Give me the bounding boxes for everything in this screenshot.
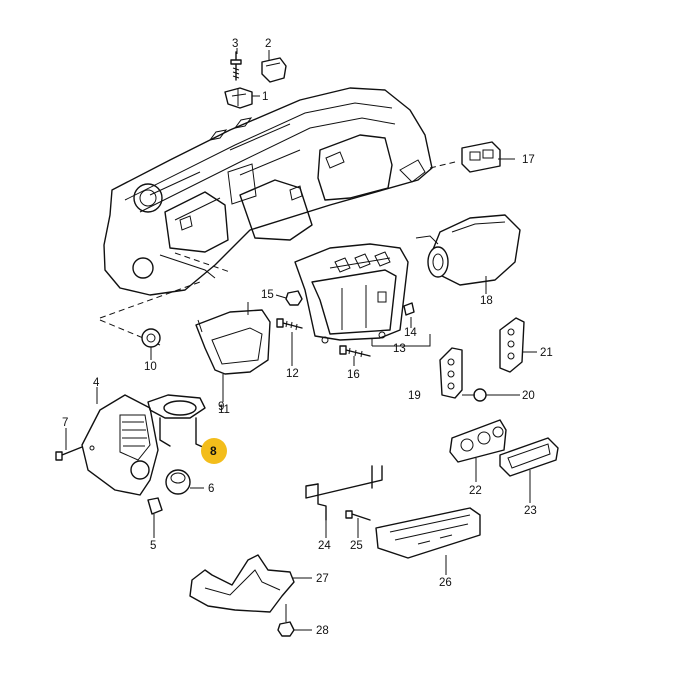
callout-4: 4 xyxy=(93,377,100,389)
highlight-marker xyxy=(201,438,227,464)
callout-3: 3 xyxy=(232,38,238,50)
callout-7: 7 xyxy=(62,417,68,429)
callout-26: 26 xyxy=(439,577,452,589)
part-nut-28[interactable] xyxy=(277,604,295,637)
callout-24: 24 xyxy=(318,540,331,552)
part-nut-15[interactable] xyxy=(285,290,303,306)
side-cover-knob xyxy=(130,460,150,480)
part-screw-3[interactable] xyxy=(230,51,242,81)
callout-13: 13 xyxy=(393,343,406,355)
part-knob-20[interactable] xyxy=(473,388,487,402)
callout-22: 22 xyxy=(469,485,482,497)
part-side-cover-4[interactable] xyxy=(81,394,159,496)
callout-9: 9 xyxy=(218,401,224,413)
callout-28: 28 xyxy=(316,625,329,637)
part-screw-12[interactable] xyxy=(276,318,303,331)
part-tray-26[interactable] xyxy=(375,507,481,559)
part-trim-19[interactable] xyxy=(439,347,463,399)
part-bracket-1[interactable] xyxy=(224,87,253,109)
dashboard-panel[interactable] xyxy=(103,87,433,296)
callout-21: 21 xyxy=(540,347,553,359)
callout-15: 15 xyxy=(261,289,274,301)
part-lower-bracket-27[interactable] xyxy=(189,554,295,613)
part-screw-25[interactable] xyxy=(345,510,371,521)
leader-lines xyxy=(65,48,537,631)
part-clip-2[interactable] xyxy=(261,57,287,83)
callout-16: 16 xyxy=(347,369,360,381)
part-switch-17[interactable] xyxy=(461,141,501,173)
callout-labels: 1 2 3 4 5 6 7 8 9 10 11 12 13 14 15 16 1… xyxy=(62,38,553,637)
part-trim-21[interactable] xyxy=(499,317,525,373)
part-center-frame-13[interactable] xyxy=(294,243,409,344)
callout-23: 23 xyxy=(524,505,537,517)
part-frame-23[interactable] xyxy=(499,437,559,477)
part-control-panel-22[interactable] xyxy=(449,419,507,463)
part-ring-6[interactable] xyxy=(165,469,191,495)
callout-11: 11 xyxy=(218,404,230,416)
part-bracket-24[interactable] xyxy=(305,465,383,521)
callout-25: 25 xyxy=(350,540,363,552)
callout-19: 19 xyxy=(408,390,421,402)
part-clip-5[interactable] xyxy=(147,497,163,515)
part-grommet-10[interactable] xyxy=(141,328,161,348)
guide-line-right xyxy=(429,161,456,169)
part-screw-7[interactable] xyxy=(55,446,83,461)
callout-10: 10 xyxy=(144,361,157,373)
callout-27: 27 xyxy=(316,573,329,585)
part-airbag-18[interactable] xyxy=(415,214,521,286)
callout-8: 8 xyxy=(210,444,217,458)
callout-17: 17 xyxy=(522,154,535,166)
callout-12: 12 xyxy=(286,368,299,380)
part-clip-14[interactable] xyxy=(403,302,415,316)
callout-1: 1 xyxy=(262,91,268,103)
part-cluster-housing-11[interactable] xyxy=(195,302,271,375)
callout-5: 5 xyxy=(150,540,156,552)
callout-2: 2 xyxy=(265,38,271,50)
callout-18: 18 xyxy=(480,295,493,307)
callout-6: 6 xyxy=(208,483,214,495)
part-screw-16[interactable] xyxy=(339,345,371,358)
callout-20: 20 xyxy=(522,390,535,402)
callout-14: 14 xyxy=(404,327,417,339)
